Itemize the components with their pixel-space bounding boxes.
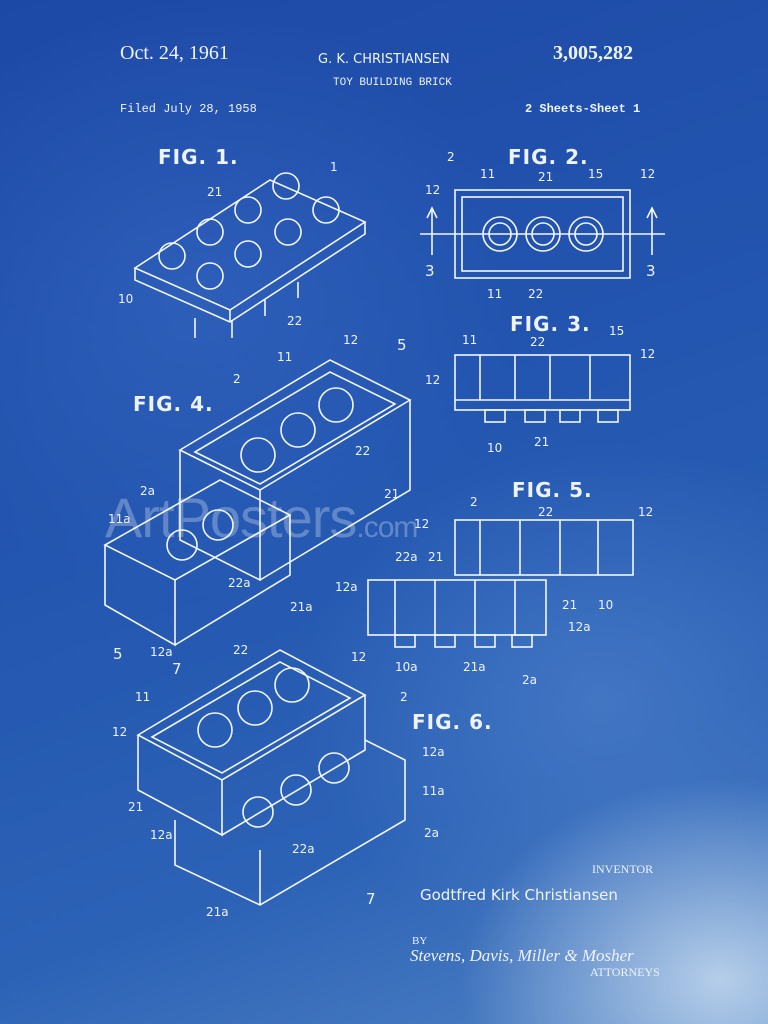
filed-date: Filed July 28, 1958 — [120, 102, 257, 116]
watermark-suffix: .com — [356, 511, 418, 544]
ref-numeral: 12a — [150, 645, 173, 659]
ref-numeral: 22 — [233, 643, 249, 657]
ref-numeral: 21 — [428, 550, 444, 564]
ref-numeral: 11 — [277, 350, 293, 364]
fig1-label: FIG. 1. — [158, 145, 239, 169]
fig3-label: FIG. 3. — [510, 312, 591, 336]
ref-numeral: 12 — [638, 505, 654, 519]
watermark-text: ArtPosters — [105, 486, 357, 549]
ref-numeral: 10 — [118, 292, 134, 306]
ref-numeral: 21a — [206, 905, 229, 919]
fig1-drawing — [133, 172, 367, 338]
ref-numeral: 1 — [330, 160, 338, 174]
ref-numeral: 21 — [384, 487, 400, 501]
ref-numeral: 22a — [292, 842, 315, 856]
ref-numeral: 21 — [207, 185, 223, 199]
ref-numeral: 10 — [598, 598, 614, 612]
ref-numeral: 2 — [447, 150, 455, 164]
fig2-label: FIG. 2. — [508, 145, 589, 169]
ref-numeral: 22a — [228, 576, 251, 590]
ref-numeral: 21a — [290, 600, 313, 614]
ref-numeral: 12a — [568, 620, 591, 634]
ref-numeral: 22 — [287, 314, 303, 328]
ref-numeral: 2a — [424, 826, 439, 840]
ref-numeral: 22 — [355, 444, 371, 458]
ref-numeral: 2a — [522, 673, 537, 687]
ref-numeral: 7 — [366, 890, 376, 908]
ref-numeral: 7 — [172, 660, 182, 678]
ref-numeral: 12 — [351, 650, 367, 664]
ref-numeral: 21 — [562, 598, 578, 612]
fig5-label: FIG. 5. — [512, 478, 593, 502]
ref-numeral: 22 — [530, 335, 546, 349]
patent-number: 3,005,282 — [553, 42, 633, 64]
attorneys-label: ATTORNEYS — [590, 965, 660, 979]
ref-numeral: 2 — [233, 372, 241, 386]
ref-numeral: 11 — [462, 333, 478, 347]
ref-numeral: 15 — [588, 167, 604, 181]
ref-numeral: 10a — [395, 660, 418, 674]
fig5-drawing — [367, 519, 634, 648]
ref-numeral: 3 — [646, 262, 656, 280]
patent-date: Oct. 24, 1961 — [120, 42, 229, 64]
fig6-drawing — [136, 649, 406, 906]
ref-numeral: 11 — [135, 690, 151, 704]
ref-numeral: 2 — [400, 690, 408, 704]
inventor-label: INVENTOR — [592, 862, 654, 876]
ref-numeral: 2 — [470, 495, 478, 509]
fig4-drawing — [103, 359, 412, 647]
ref-numeral: 3 — [425, 262, 435, 280]
ref-numeral: 12a — [335, 580, 358, 594]
fig3-drawing — [454, 354, 631, 423]
ref-numeral: 5 — [113, 645, 123, 663]
ref-numeral: 12 — [425, 183, 441, 197]
ref-numeral: 11a — [108, 512, 131, 526]
ref-numeral: 22 — [538, 505, 554, 519]
ref-numeral: 21 — [534, 435, 550, 449]
ref-numeral: 22a — [395, 550, 418, 564]
ref-numeral: 11 — [480, 167, 496, 181]
ref-numeral: 2a — [140, 484, 155, 498]
ref-numeral: 22 — [528, 287, 544, 301]
ref-numeral: 11a — [422, 784, 445, 798]
ref-numeral: 21a — [463, 660, 486, 674]
ref-numeral: 12 — [640, 167, 656, 181]
sheet-info: 2 Sheets-Sheet 1 — [525, 102, 641, 116]
ref-numeral: 15 — [609, 324, 625, 338]
ref-numeral: 12a — [422, 745, 445, 759]
ref-numeral: 11 — [487, 287, 503, 301]
by-label: BY — [412, 935, 428, 947]
ref-numeral: 10 — [487, 441, 503, 455]
ref-numeral: 12 — [112, 725, 128, 739]
fig2-drawing — [420, 189, 665, 279]
ref-numeral: 12 — [640, 347, 656, 361]
inventor-short: G. K. CHRISTIANSEN — [318, 52, 450, 67]
watermark: ArtPosters.com — [105, 485, 418, 550]
ref-numeral: 12 — [414, 517, 430, 531]
ref-numeral: 12 — [425, 373, 441, 387]
ref-numeral: 12a — [150, 828, 173, 842]
ref-numeral: 21 — [538, 170, 554, 184]
ref-numeral: 21 — [128, 800, 144, 814]
inventor-name: Godtfred Kirk Christiansen — [420, 886, 618, 904]
ref-numeral: 12 — [343, 333, 359, 347]
attorneys-signature: Stevens, Davis, Miller & Mosher — [410, 946, 634, 965]
fig6-label: FIG. 6. — [412, 710, 493, 734]
ref-numeral: 5 — [397, 336, 407, 354]
patent-title: TOY BUILDING BRICK — [333, 77, 452, 89]
fig4-label: FIG. 4. — [133, 392, 214, 416]
